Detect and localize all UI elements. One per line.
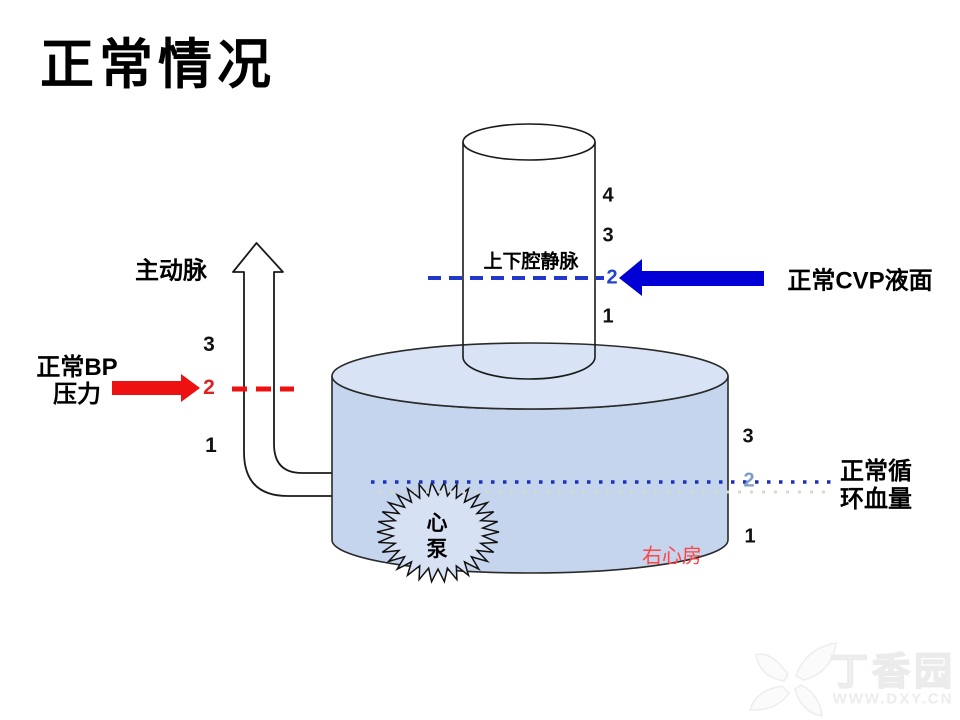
dxy-logo-icon	[749, 642, 837, 717]
bp-label-line1: 正常BP	[36, 354, 118, 381]
aorta-label: 主动脉	[135, 257, 207, 285]
cvp-scale-3: 3	[602, 224, 614, 247]
cvp-scale-2: 2	[606, 266, 618, 289]
heart-pump-label-line2: 泵	[426, 538, 448, 561]
heart-pump-label-line1: 心	[426, 512, 448, 535]
volume-scale-3: 3	[742, 425, 754, 448]
bp-arrow-icon	[112, 374, 200, 402]
aorta-arrow	[232, 242, 346, 497]
dxy-site-name: 丁香园	[829, 651, 957, 695]
cvp-label: 正常CVP液面	[787, 267, 933, 295]
vena-cava-cylinder-top	[462, 123, 596, 161]
bp-label: 正常BP 压力	[36, 354, 117, 408]
cvp-scale-1: 1	[602, 305, 614, 328]
bp-scale-3: 3	[203, 333, 215, 356]
cvp-arrow-icon	[619, 259, 764, 296]
cvp-scale-4: 4	[602, 184, 614, 207]
bp-scale-1: 1	[205, 434, 217, 457]
heart-pump-starburst	[376, 480, 500, 584]
vena-cava-cylinder	[462, 123, 596, 380]
vena-cava-label: 上下腔静脉	[483, 251, 579, 273]
volume-scale-2: 2	[743, 469, 755, 492]
right-atrium-label: 右心房	[642, 545, 702, 568]
volume-label-line2: 环血量	[840, 486, 912, 513]
slide-title: 正常情况	[40, 35, 276, 95]
tank-top-face	[331, 342, 729, 410]
dxy-site-url: WWW.DXY.CN	[832, 690, 954, 708]
bp-scale-2: 2	[203, 376, 215, 399]
volume-label-line1: 正常循	[840, 458, 912, 485]
vena-cava-cylinder-walls	[462, 142, 596, 380]
heart-pump-label: 心 泵	[427, 511, 448, 563]
volume-scale-1: 1	[744, 525, 756, 548]
bp-label-line2: 压力	[53, 381, 101, 408]
volume-label: 正常循 环血量	[840, 458, 912, 514]
